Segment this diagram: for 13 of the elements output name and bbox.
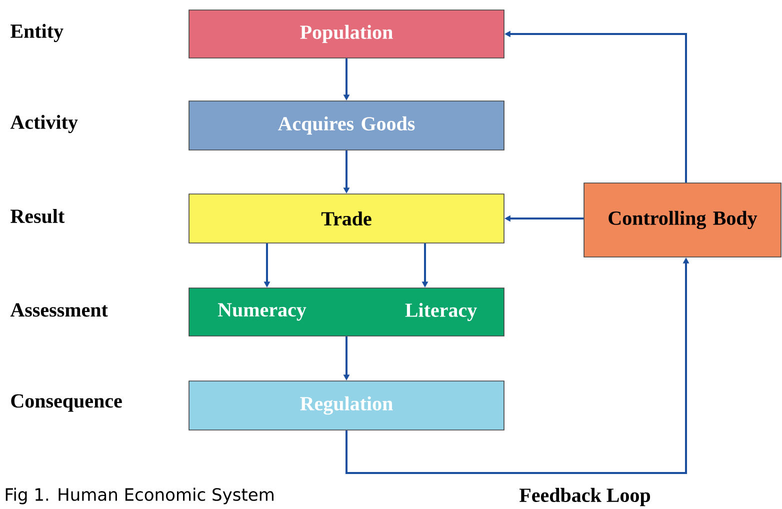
row-label: Entity [10, 24, 64, 42]
process-box: Regulation [188, 380, 504, 430]
process-box: Population [188, 10, 504, 58]
row-label: Result [10, 208, 65, 224]
process-box: Acquires Goods [188, 100, 504, 150]
process-box: Numeracy Literacy [188, 288, 504, 336]
caption: Fig 1. Human Economic System [6, 488, 274, 504]
edge-label: Feedback Loop [518, 486, 652, 508]
process-box: Controlling Body [584, 182, 782, 258]
row-label: Activity [10, 114, 78, 134]
row-label: Consequence [11, 394, 122, 412]
process-box: Trade [188, 194, 504, 244]
row-label: Assessment [10, 303, 108, 317]
